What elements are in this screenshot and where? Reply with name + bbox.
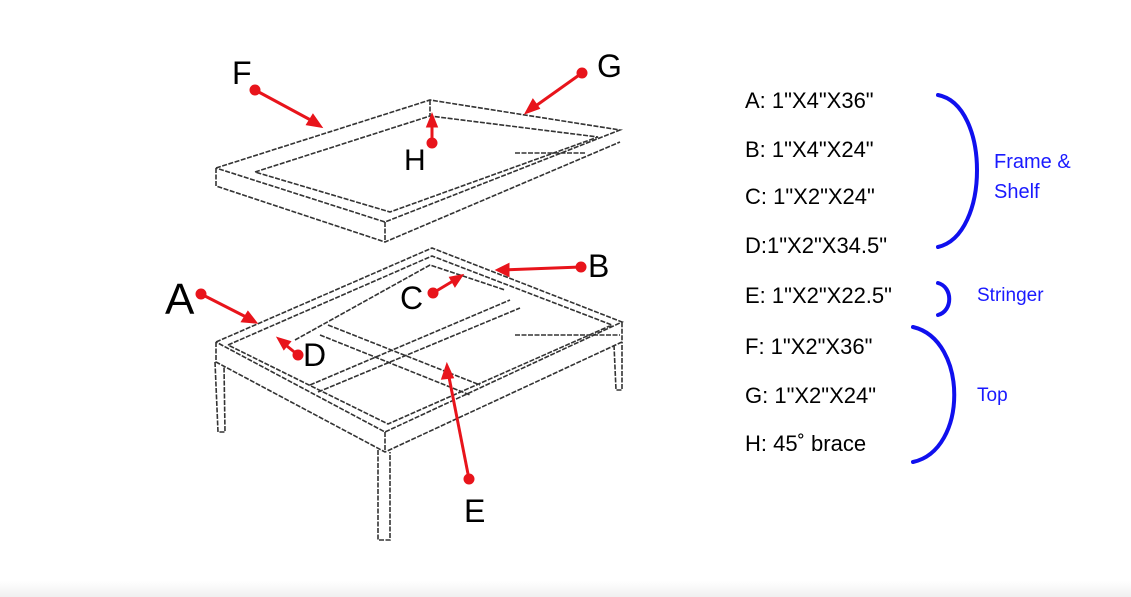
group-label-shelf-line2: Shelf <box>994 181 1040 203</box>
callout-label-H: H <box>404 144 426 177</box>
callout-label-B: B <box>588 248 610 284</box>
arrow-G <box>523 67 588 115</box>
arrow-D <box>275 336 304 361</box>
footer-strip <box>0 581 1131 597</box>
group-label-stringer: Stringer <box>977 285 1044 306</box>
group-braces <box>911 93 979 464</box>
part-B: B: 1"X4"X24" <box>745 137 874 162</box>
callout-label-A: A <box>165 275 195 324</box>
brace-top <box>911 325 957 464</box>
part-H: H: 45˚ brace <box>745 431 867 456</box>
group-label-top: Top <box>977 385 1008 406</box>
arrow-B <box>494 261 587 278</box>
base-frame <box>214 247 625 541</box>
part-F: F: 1"X2"X36" <box>745 334 873 359</box>
callout-label-D: D <box>303 337 327 373</box>
callout-label-C: C <box>400 280 424 316</box>
group-label-frame-shelf: Frame & Shelf <box>994 147 1071 207</box>
part-E: E: 1"X2"X22.5" <box>745 283 892 308</box>
part-G: G: 1"X2"X24" <box>745 383 877 408</box>
arrow-A <box>195 288 259 324</box>
callout-arrows <box>195 67 588 485</box>
part-A: A: 1"X4"X36" <box>745 88 874 113</box>
brace-stringer <box>936 281 952 317</box>
callout-label-E: E <box>464 493 486 529</box>
arrow-F <box>249 84 324 129</box>
part-C: C: 1"X2"X24" <box>745 184 875 209</box>
callout-label-G: G <box>597 48 622 84</box>
group-label-frame-line1: Frame & <box>994 151 1071 173</box>
brace-frame-shelf <box>936 93 979 249</box>
callout-label-F: F <box>232 55 252 91</box>
arrow-H <box>425 111 439 149</box>
arrow-E <box>440 361 475 485</box>
top-frame <box>215 99 624 243</box>
part-D: D:1"X2"X34.5" <box>745 233 888 258</box>
arrow-C <box>427 273 465 299</box>
